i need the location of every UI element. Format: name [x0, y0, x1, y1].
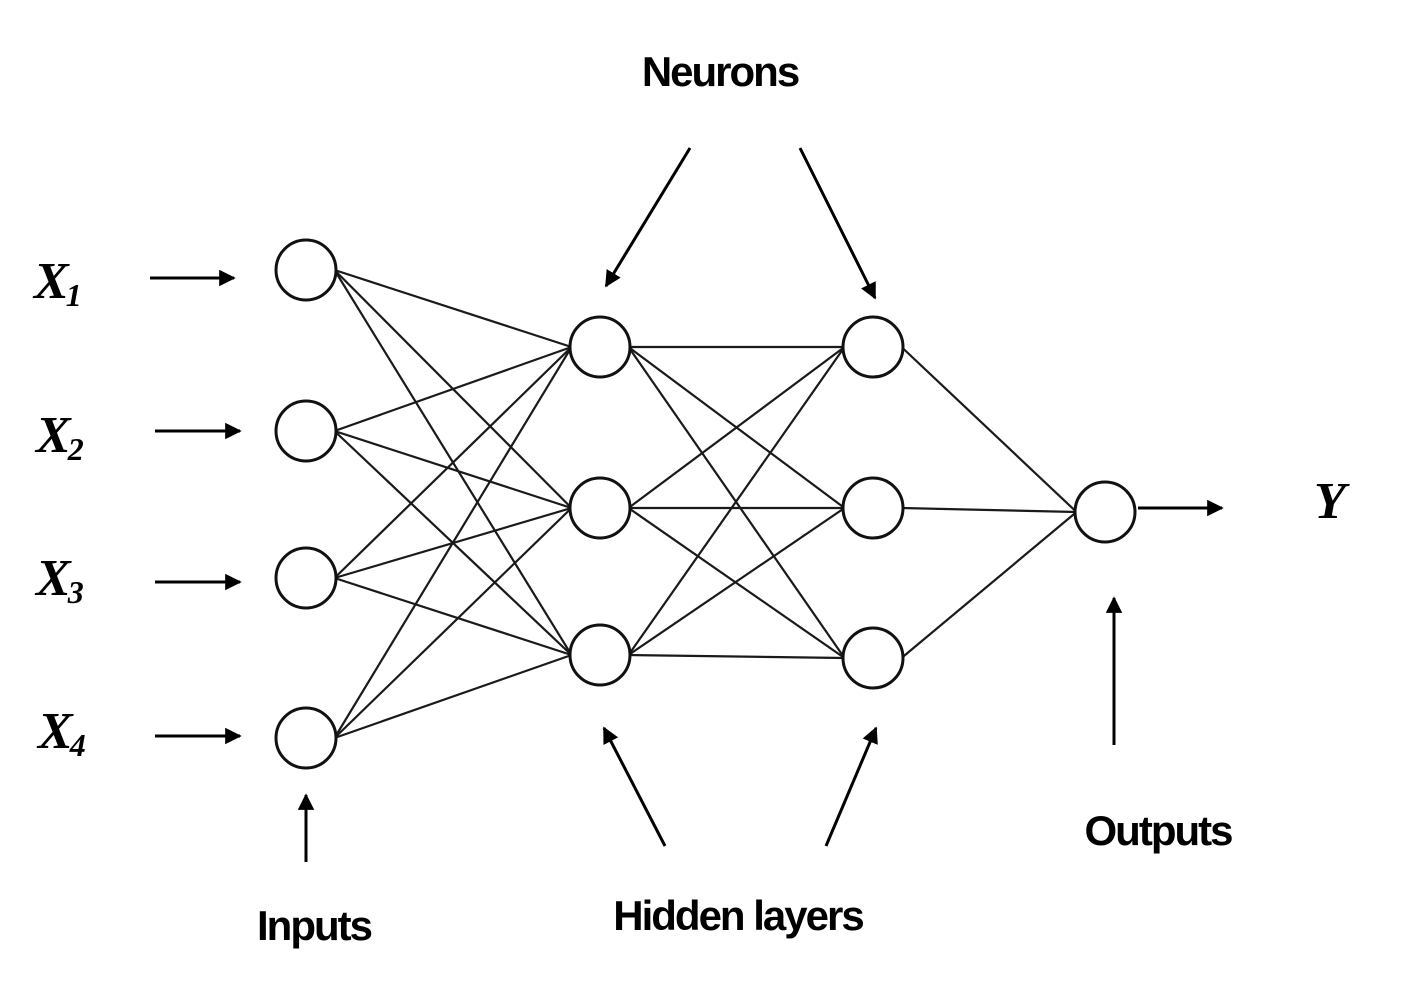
- connection-l0-2-0: [333, 346, 573, 579]
- input-node-4: [274, 706, 338, 770]
- hidden2-node-2: [841, 476, 905, 540]
- connection-l1-1-0: [627, 346, 846, 509]
- input-var-x3: X3: [34, 550, 84, 610]
- input-node-1: [274, 238, 338, 302]
- connection-l0-0-0: [334, 268, 572, 349]
- neuron-nodes: [274, 238, 1137, 770]
- input-var-x1: X1: [32, 253, 79, 313]
- connection-l2-2-0: [900, 511, 1078, 659]
- connection-l0-3-0: [333, 346, 573, 739]
- input-var-x2: X2: [34, 407, 84, 467]
- inputs-label: Inputs: [257, 902, 372, 949]
- output-var-y: Y: [1314, 473, 1350, 530]
- neurons-arrow-left: [604, 147, 692, 288]
- connection-l0-3-1: [333, 507, 573, 739]
- hidden1-node-1: [568, 315, 632, 379]
- connection-l0-2-2: [334, 576, 572, 657]
- connection-l1-2-0: [627, 346, 846, 656]
- connection-l1-1-2: [627, 507, 846, 659]
- hidden-arrow-left: [602, 726, 667, 847]
- hidden-arrow-right: [824, 726, 878, 847]
- annotation-arrows: [150, 147, 1224, 862]
- outputs-label: Outputs: [1085, 807, 1233, 854]
- output-node-1: [1073, 480, 1137, 544]
- hidden-layers-label: Hidden layers: [613, 892, 863, 939]
- neurons-label: Neurons: [642, 48, 799, 95]
- connection-l1-2-1: [627, 507, 846, 656]
- hidden2-node-3: [841, 626, 905, 690]
- neurons-arrow-right: [798, 147, 877, 300]
- input-node-2: [274, 399, 338, 463]
- connection-l2-1-0: [901, 506, 1077, 514]
- connection-l0-3-2: [334, 653, 572, 740]
- hidden2-node-1: [841, 315, 905, 379]
- connection-l2-0-0: [900, 346, 1078, 513]
- connection-l1-2-2: [628, 653, 845, 660]
- connection-l0-1-1: [334, 429, 572, 510]
- input-node-3: [274, 546, 338, 610]
- hidden1-node-3: [568, 623, 632, 687]
- connection-l0-1-0: [334, 345, 572, 433]
- connection-lines: [333, 268, 1078, 740]
- input-var-x4: X4: [36, 703, 86, 763]
- hidden1-node-2: [568, 476, 632, 540]
